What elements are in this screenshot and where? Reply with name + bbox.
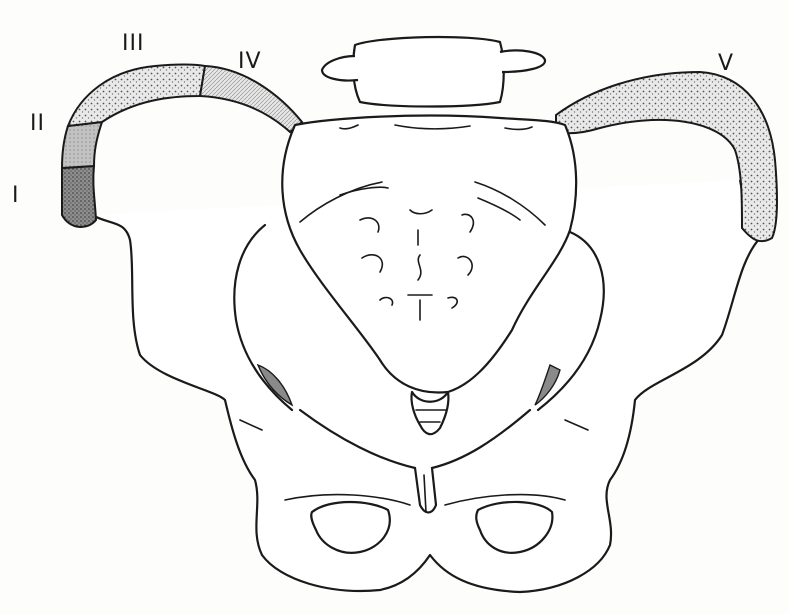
zone-2-segment	[62, 122, 102, 168]
label-zone-5: V	[718, 51, 734, 76]
label-zone-1: I	[12, 183, 20, 208]
vertebra-left-process	[322, 56, 358, 81]
vertebra-body	[353, 37, 504, 107]
label-zone-3: III	[122, 31, 144, 56]
zone-4-segment	[200, 66, 302, 132]
vertebra-right-process	[500, 50, 545, 72]
label-zone-2: II	[30, 111, 45, 136]
zone-1-segment	[62, 166, 96, 227]
zone-3-segment	[68, 65, 205, 127]
label-zone-4: IV	[238, 49, 262, 74]
